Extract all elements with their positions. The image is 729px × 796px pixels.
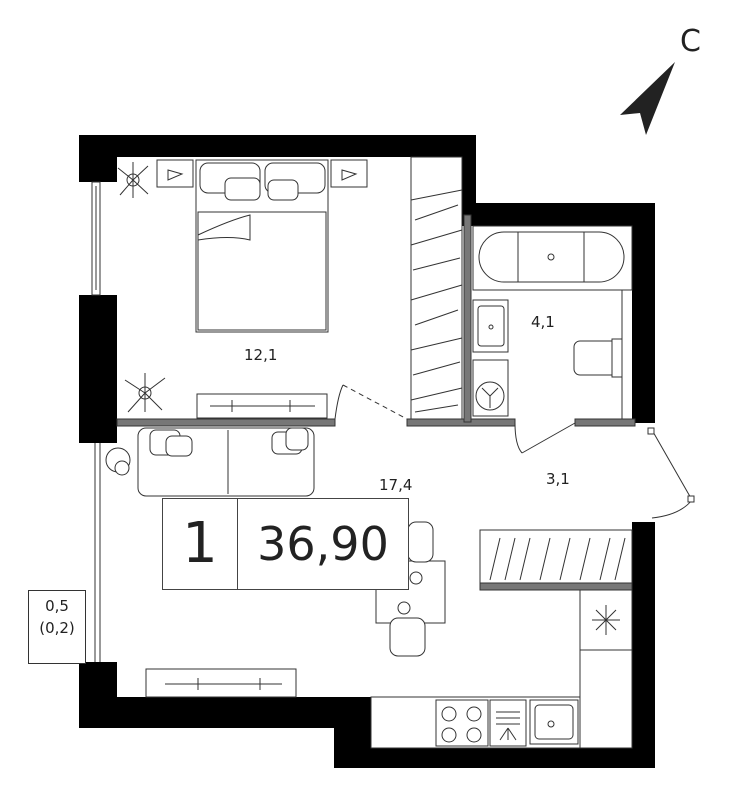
hall-area: 3,1 — [546, 470, 570, 488]
hall-wardrobe — [479, 529, 633, 584]
apartment-badge: 1 36,90 — [162, 498, 409, 590]
bathroom-door — [514, 422, 576, 454]
wardrobe — [410, 156, 463, 420]
bathtub — [472, 225, 633, 291]
kitchen-counter — [370, 589, 633, 749]
washing-machine — [472, 359, 509, 417]
bedroom-console — [196, 393, 328, 419]
bedroom-area: 12,1 — [244, 346, 278, 364]
nightstands — [156, 159, 368, 188]
bathroom-area: 4,1 — [531, 313, 555, 331]
room-count: 1 — [163, 499, 238, 589]
sink-bathroom — [472, 299, 509, 353]
living-glazing — [94, 443, 101, 662]
toilet — [573, 338, 623, 378]
sofa — [137, 427, 315, 497]
total-area: 36,90 — [257, 517, 389, 571]
tv-console — [145, 668, 297, 698]
balcony-area-reduced: (0,2) — [39, 619, 75, 637]
entrance-door — [647, 427, 695, 519]
plant-bedroom — [117, 162, 149, 198]
side-lamp — [105, 447, 131, 476]
bedroom-window — [91, 181, 101, 296]
balcony-area: 0,5 — [45, 597, 69, 615]
bed — [195, 159, 329, 333]
balcony-label: 0,5 (0,2) — [28, 590, 86, 664]
bedroom-door — [334, 384, 408, 420]
compass-label: С — [680, 24, 701, 59]
north-arrow-icon — [620, 62, 675, 135]
living-kitchen-area: 17,4 — [379, 476, 413, 494]
plant-living — [124, 373, 166, 413]
dining-table — [375, 521, 446, 657]
